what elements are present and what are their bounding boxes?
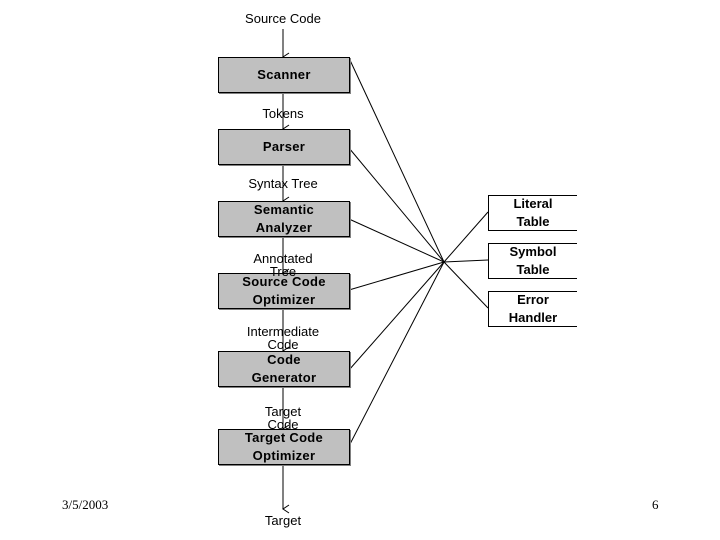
semantic-analyzer-box: Semantic Analyzer (218, 201, 350, 237)
link-generator-hub (348, 261, 445, 371)
error-handler-box: Error Handler (488, 291, 577, 327)
parser-box: Parser (218, 129, 350, 165)
intermediate-code-label: Intermediate Code (246, 324, 320, 352)
link-semantic-hub (348, 218, 445, 263)
link-parser-hub (348, 147, 445, 263)
syntax-tree-label: Syntax Tree (248, 176, 318, 191)
scanner-box: Scanner (218, 57, 350, 93)
target-label: Target (264, 513, 302, 528)
link-hub-error (443, 261, 489, 309)
footer-date: 3/5/2003 (62, 497, 109, 512)
literal-table-box: Literal Table (488, 195, 577, 231)
link-optimizer-hub (348, 261, 445, 291)
link-hub-symbol (443, 259, 489, 263)
symbol-table-box: Symbol Table (488, 243, 577, 279)
code-generator-box: Code Generator (218, 351, 350, 387)
source-code-optimizer-box: Source Code Optimizer (218, 273, 350, 309)
link-targetopt-hub (348, 261, 445, 447)
link-scanner-hub (348, 57, 445, 263)
target-code-optimizer-box: Target Code Optimizer (218, 429, 350, 465)
tokens-label: Tokens (262, 106, 304, 121)
annotated-tree-label: Annotated Tree (253, 251, 313, 279)
target-code-label: Target Code (264, 404, 302, 432)
link-hub-literal (443, 211, 489, 263)
page-number: 6 (652, 497, 659, 512)
source-code-label: Source Code (245, 11, 321, 26)
